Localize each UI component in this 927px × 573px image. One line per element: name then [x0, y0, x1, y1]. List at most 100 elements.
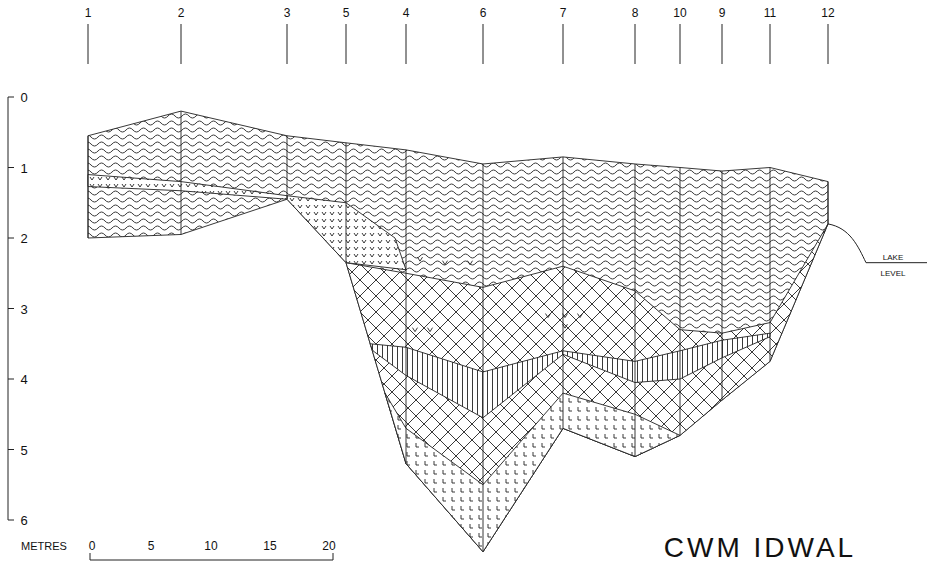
scale-bar — [90, 552, 333, 560]
core-number: 11 — [763, 6, 777, 20]
label: 3 — [283, 3, 292, 21]
depth-tick — [8, 449, 14, 450]
crosshatch-deposit — [346, 224, 828, 552]
core-number: 9 — [718, 6, 727, 20]
core-marker — [483, 24, 484, 64]
v-band — [88, 175, 287, 200]
stippled-deposit — [385, 393, 680, 552]
depth-value: 1 — [19, 161, 28, 176]
core-marker — [287, 24, 288, 64]
v-deposit — [287, 196, 406, 270]
v-mark — [443, 261, 448, 265]
depth-value: 2 — [19, 231, 28, 246]
core-marker — [828, 24, 829, 64]
core-line — [88, 136, 89, 238]
core-number: 12 — [820, 6, 835, 20]
label: 4 — [402, 3, 411, 21]
label: 7 — [559, 3, 568, 21]
label: 2 — [177, 3, 186, 21]
core-line — [563, 157, 564, 428]
label: 1 — [19, 159, 28, 177]
wavy-deposit — [88, 111, 828, 552]
depth-value: 4 — [19, 372, 28, 387]
label: LEVEL — [880, 262, 907, 280]
depth-value: 5 — [19, 443, 28, 458]
scale-label: 10 — [203, 539, 218, 553]
core-line — [635, 164, 636, 457]
label: 20 — [321, 536, 336, 554]
label: 8 — [631, 3, 640, 21]
scale-label: 15 — [262, 539, 277, 553]
label: 5 — [19, 441, 28, 459]
depth-tick — [8, 167, 14, 168]
label: 2 — [19, 229, 28, 247]
core-line — [770, 168, 771, 362]
core-marker — [346, 24, 347, 64]
label: 0 — [19, 88, 28, 106]
core-marker — [770, 24, 771, 64]
scale-label: 5 — [147, 539, 156, 553]
core-marker — [88, 24, 89, 64]
label: 10 — [203, 536, 218, 554]
core-line — [346, 143, 347, 263]
v-mark — [546, 314, 551, 318]
depth-value: 3 — [19, 302, 28, 317]
core-number: 5 — [342, 6, 351, 20]
core-line — [680, 168, 681, 436]
core-number: 8 — [631, 6, 640, 20]
label: 5 — [147, 536, 156, 554]
core-marker — [722, 24, 723, 64]
scale-label: 20 — [321, 539, 336, 553]
lake-level-line — [828, 224, 927, 263]
depth-value: 6 — [19, 513, 28, 528]
depth-tick — [8, 520, 14, 521]
label: 10 — [672, 3, 687, 21]
label: 4 — [19, 370, 28, 388]
depth-tick — [8, 308, 14, 309]
depth-tick — [8, 97, 14, 98]
label: 1 — [84, 3, 93, 21]
core-line — [287, 136, 288, 199]
core-marker — [181, 24, 182, 64]
label: 3 — [19, 300, 28, 318]
label: 9 — [718, 3, 727, 21]
core-number: 7 — [559, 6, 568, 20]
title: CWM IDWAL — [664, 532, 856, 564]
v-mark — [418, 257, 423, 261]
scale-label: LEVEL — [880, 269, 907, 278]
core-marker — [680, 24, 681, 64]
depth-tick — [8, 379, 14, 380]
depth-value: 0 — [19, 90, 28, 105]
core-number: 10 — [672, 6, 687, 20]
title-wrap: CWM IDWAL — [664, 532, 856, 564]
core-number: 3 — [283, 6, 292, 20]
depth-tick — [8, 238, 14, 239]
label: 11 — [763, 3, 777, 21]
core-marker — [563, 24, 564, 64]
core-line — [483, 164, 484, 552]
core-marker — [406, 24, 407, 64]
label: 5 — [342, 3, 351, 21]
v-mark — [413, 328, 418, 332]
scale-label: METRES — [20, 540, 68, 552]
core-line — [828, 182, 829, 224]
label: LAKE — [882, 246, 904, 264]
core-marker — [635, 24, 636, 64]
core-number: 1 — [84, 6, 93, 20]
label: 0 — [88, 536, 97, 554]
label: 15 — [262, 536, 277, 554]
v-mark — [468, 261, 473, 265]
core-number: 4 — [402, 6, 411, 20]
label: 6 — [19, 511, 28, 529]
core-number: 2 — [177, 6, 186, 20]
label: 12 — [820, 3, 835, 21]
core-number: 6 — [479, 6, 488, 20]
core-line — [722, 171, 723, 400]
v-mark — [428, 328, 433, 332]
core-line — [406, 150, 407, 464]
scale-label: 0 — [88, 539, 97, 553]
label: 6 — [479, 3, 488, 21]
v-mark — [578, 314, 583, 318]
label: METRES — [20, 536, 68, 554]
